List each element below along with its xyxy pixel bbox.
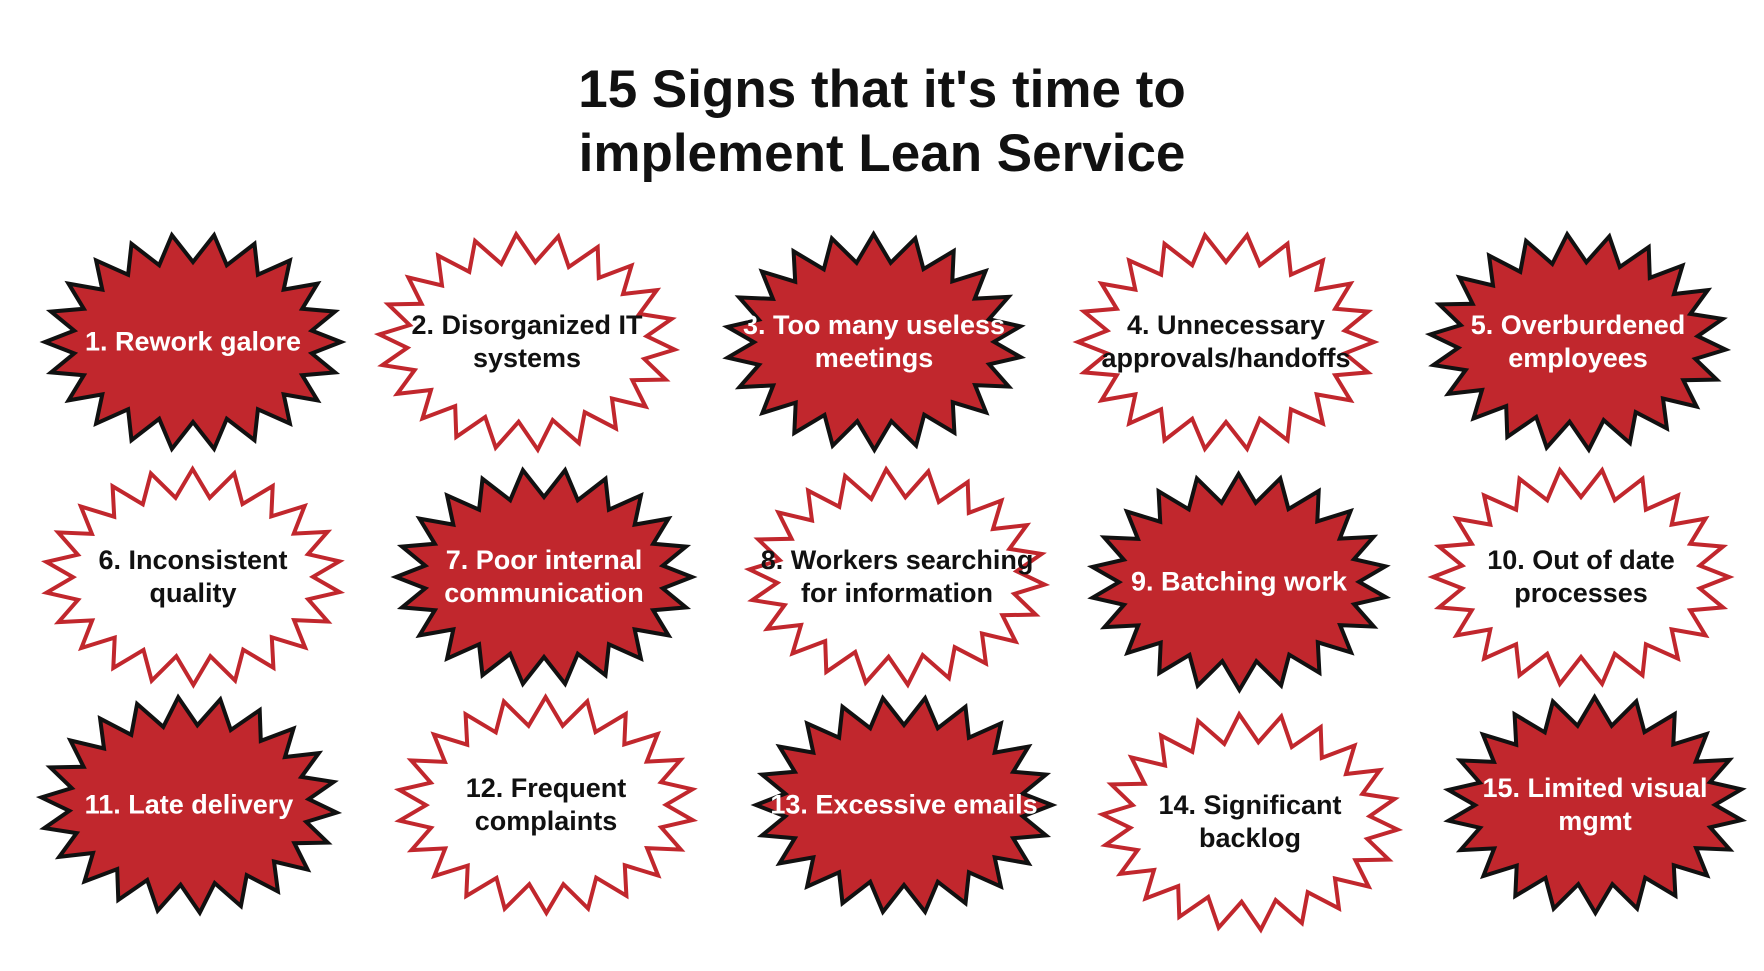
sign-label-line: for information: [801, 578, 993, 608]
starburst-shape-4: [1072, 231, 1380, 453]
sign-label-9: 9. Batching work: [1089, 566, 1389, 599]
title-line-2: implement Lean Service: [578, 124, 1186, 183]
sign-label-line: processes: [1514, 578, 1648, 608]
sign-label-11: 11. Late delivery: [39, 789, 339, 822]
sign-label-line: 14. Significant: [1158, 790, 1342, 820]
sign-label-line: mgmt: [1558, 806, 1632, 836]
page-title: 15 Signs that it's time to implement Lea…: [0, 58, 1764, 186]
sign-label-line: 2. Disorganized IT: [411, 310, 643, 340]
sign-label-line: meetings: [814, 343, 934, 373]
starburst-shape-7: [390, 466, 698, 688]
sign-label-13: 13. Excessive emails: [754, 789, 1054, 822]
sign-label-line: 12. Frequent: [465, 773, 627, 803]
sign-label-line: 9. Batching work: [1130, 566, 1348, 597]
sign-label-line: systems: [472, 343, 582, 373]
sign-label-line: employees: [1508, 343, 1648, 373]
sign-label-line: 5. Overburdened: [1470, 310, 1686, 340]
starburst-shape-1: [39, 231, 347, 453]
sign-label-line: 7. Poor internal: [445, 545, 643, 575]
sign-label-line: 4. Unnecessary: [1126, 310, 1326, 340]
starburst-shape-15: [1442, 693, 1748, 917]
sign-label-line: communication: [444, 578, 644, 608]
sign-label-line: complaints: [474, 806, 618, 836]
sign-label-line: approvals/handoffs: [1101, 343, 1351, 373]
sign-label-1: 1. Rework galore: [43, 326, 343, 359]
sign-label-line: 11. Late delivery: [84, 789, 294, 820]
starburst-shape-11: [35, 693, 343, 917]
starburst-shape-10: [1427, 466, 1735, 688]
starburst-shape-2: [373, 230, 681, 454]
starburst-shape-6: [40, 465, 346, 689]
starburst-shape-9: [1086, 470, 1392, 694]
sign-label-line: 6. Inconsistent: [98, 545, 288, 575]
sign-label-line: 13. Excessive emails: [770, 789, 1038, 820]
starburst-shape-13: [750, 694, 1058, 916]
sign-label-line: backlog: [1198, 823, 1302, 853]
starburst-shape-3: [721, 230, 1027, 454]
starburst-shape-12: [393, 693, 699, 917]
sign-label-line: 3. Too many useless: [742, 310, 1006, 340]
sign-label-line: quality: [149, 578, 237, 608]
sign-label-line: 1. Rework galore: [84, 326, 302, 357]
starburst-shape-14: [1096, 710, 1404, 934]
starburst-shape-5: [1424, 230, 1732, 454]
starburst-shape-8: [743, 465, 1051, 689]
sign-label-line: 10. Out of date: [1487, 545, 1675, 575]
sign-label-line: 15. Limited visual: [1482, 773, 1708, 803]
sign-label-line: 8. Workers searching: [760, 545, 1034, 575]
title-line-1: 15 Signs that it's time to: [578, 60, 1186, 119]
